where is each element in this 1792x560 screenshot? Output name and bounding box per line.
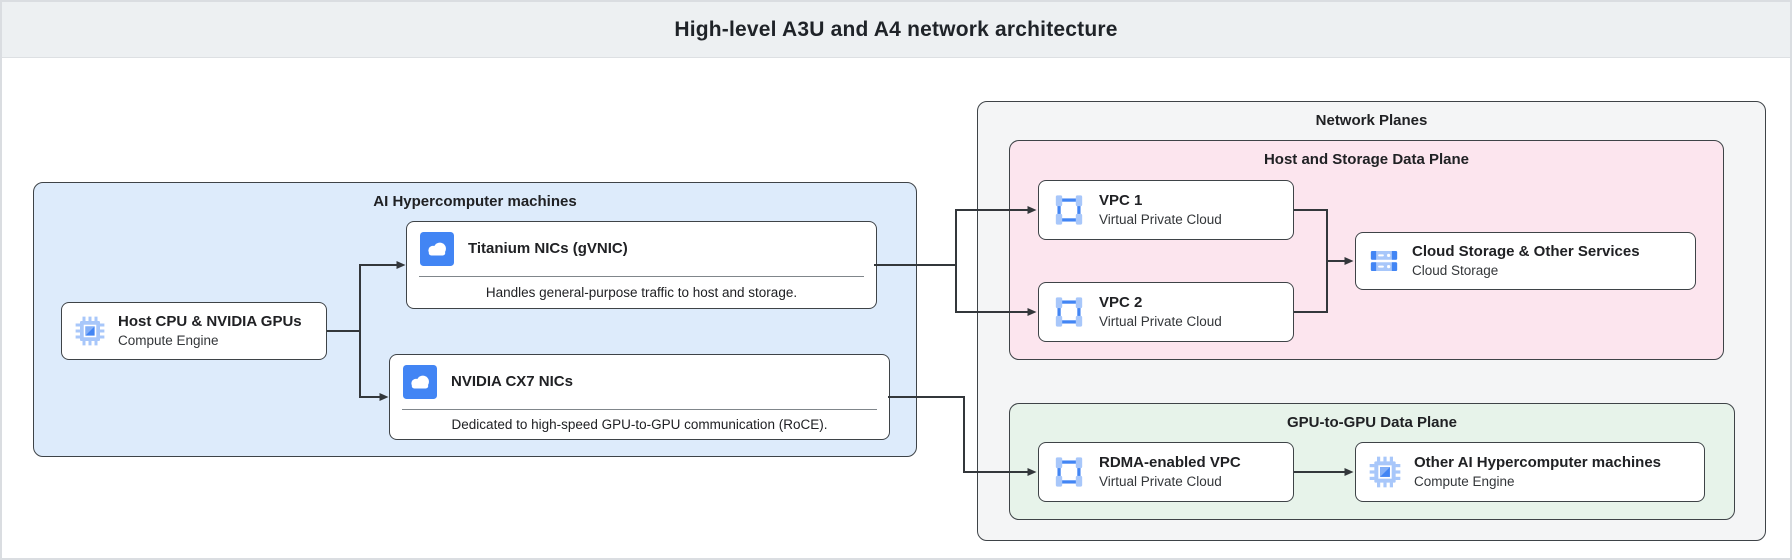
host-cpu-subtitle: Compute Engine (118, 332, 219, 348)
cx7-nic-description: Dedicated to high-speed GPU-to-GPU commu… (451, 417, 828, 432)
cx7-nic-header: NVIDIA CX7 NICs (390, 355, 889, 409)
titanium-nic-header: Titanium NICs (gVNIC) (407, 222, 876, 276)
vpc2-node: VPC 2 Virtual Private Cloud (1038, 282, 1294, 342)
compute-engine-chip-icon (1369, 456, 1401, 488)
compute-engine-chip-icon (75, 316, 105, 346)
cloud-storage-icon (1369, 246, 1399, 276)
cx7-nic-title: NVIDIA CX7 NICs (451, 373, 573, 391)
vpc1-subtitle: Virtual Private Cloud (1099, 211, 1222, 227)
other-machines-subtitle: Compute Engine (1414, 473, 1515, 489)
vpc2-title: VPC 2 (1099, 294, 1143, 312)
cloud-storage-node: Cloud Storage & Other Services Cloud Sto… (1355, 232, 1696, 290)
vpc1-text: VPC 1 Virtual Private Cloud (1099, 191, 1222, 228)
vpc-icon (1052, 455, 1086, 489)
vpc-icon (1052, 193, 1086, 227)
host-storage-data-plane-label: Host and Storage Data Plane (1263, 151, 1470, 168)
vpc1-title: VPC 1 (1099, 192, 1143, 210)
other-machines-title: Other AI Hypercomputer machines (1414, 454, 1662, 472)
titanium-nic-title: Titanium NICs (gVNIC) (468, 240, 628, 258)
other-machines-text: Other AI Hypercomputer machines Compute … (1414, 453, 1661, 490)
ai-hypercomputer-machines-label: AI Hypercomputer machines (373, 193, 577, 210)
vpc1-node: VPC 1 Virtual Private Cloud (1038, 180, 1294, 240)
host-cpu-text: Host CPU & NVIDIA GPUs Compute Engine (118, 312, 302, 349)
cloud-storage-subtitle: Cloud Storage (1412, 262, 1499, 278)
vpc2-subtitle: Virtual Private Cloud (1099, 313, 1222, 329)
divider (419, 276, 864, 277)
cloud-icon (403, 365, 437, 399)
rdma-vpc-title: RDMA-enabled VPC (1099, 454, 1241, 472)
cloud-storage-text: Cloud Storage & Other Services Cloud Sto… (1412, 242, 1640, 279)
rdma-vpc-node: RDMA-enabled VPC Virtual Private Cloud (1038, 442, 1294, 502)
rdma-vpc-subtitle: Virtual Private Cloud (1099, 473, 1222, 489)
titanium-nic-description: Handles general-purpose traffic to host … (485, 285, 798, 300)
cloud-icon (420, 232, 454, 266)
gpu-data-plane-label: GPU-to-GPU Data Plane (1286, 414, 1458, 431)
host-cpu-node: Host CPU & NVIDIA GPUs Compute Engine (61, 302, 327, 360)
divider (402, 409, 877, 410)
network-planes-label: Network Planes (1315, 112, 1428, 129)
page-title: High-level A3U and A4 network architectu… (674, 17, 1118, 41)
other-machines-node: Other AI Hypercomputer machines Compute … (1355, 442, 1705, 502)
titanium-nic-node: Titanium NICs (gVNIC) Handles general-pu… (406, 221, 877, 309)
vpc2-text: VPC 2 Virtual Private Cloud (1099, 293, 1222, 330)
rdma-vpc-text: RDMA-enabled VPC Virtual Private Cloud (1099, 453, 1241, 490)
cx7-nic-node: NVIDIA CX7 NICs Dedicated to high-speed … (389, 354, 890, 440)
cloud-storage-title: Cloud Storage & Other Services (1412, 243, 1640, 261)
header-bar: High-level A3U and A4 network architectu… (2, 2, 1790, 58)
vpc-icon (1052, 295, 1086, 329)
host-cpu-title: Host CPU & NVIDIA GPUs (118, 313, 302, 331)
